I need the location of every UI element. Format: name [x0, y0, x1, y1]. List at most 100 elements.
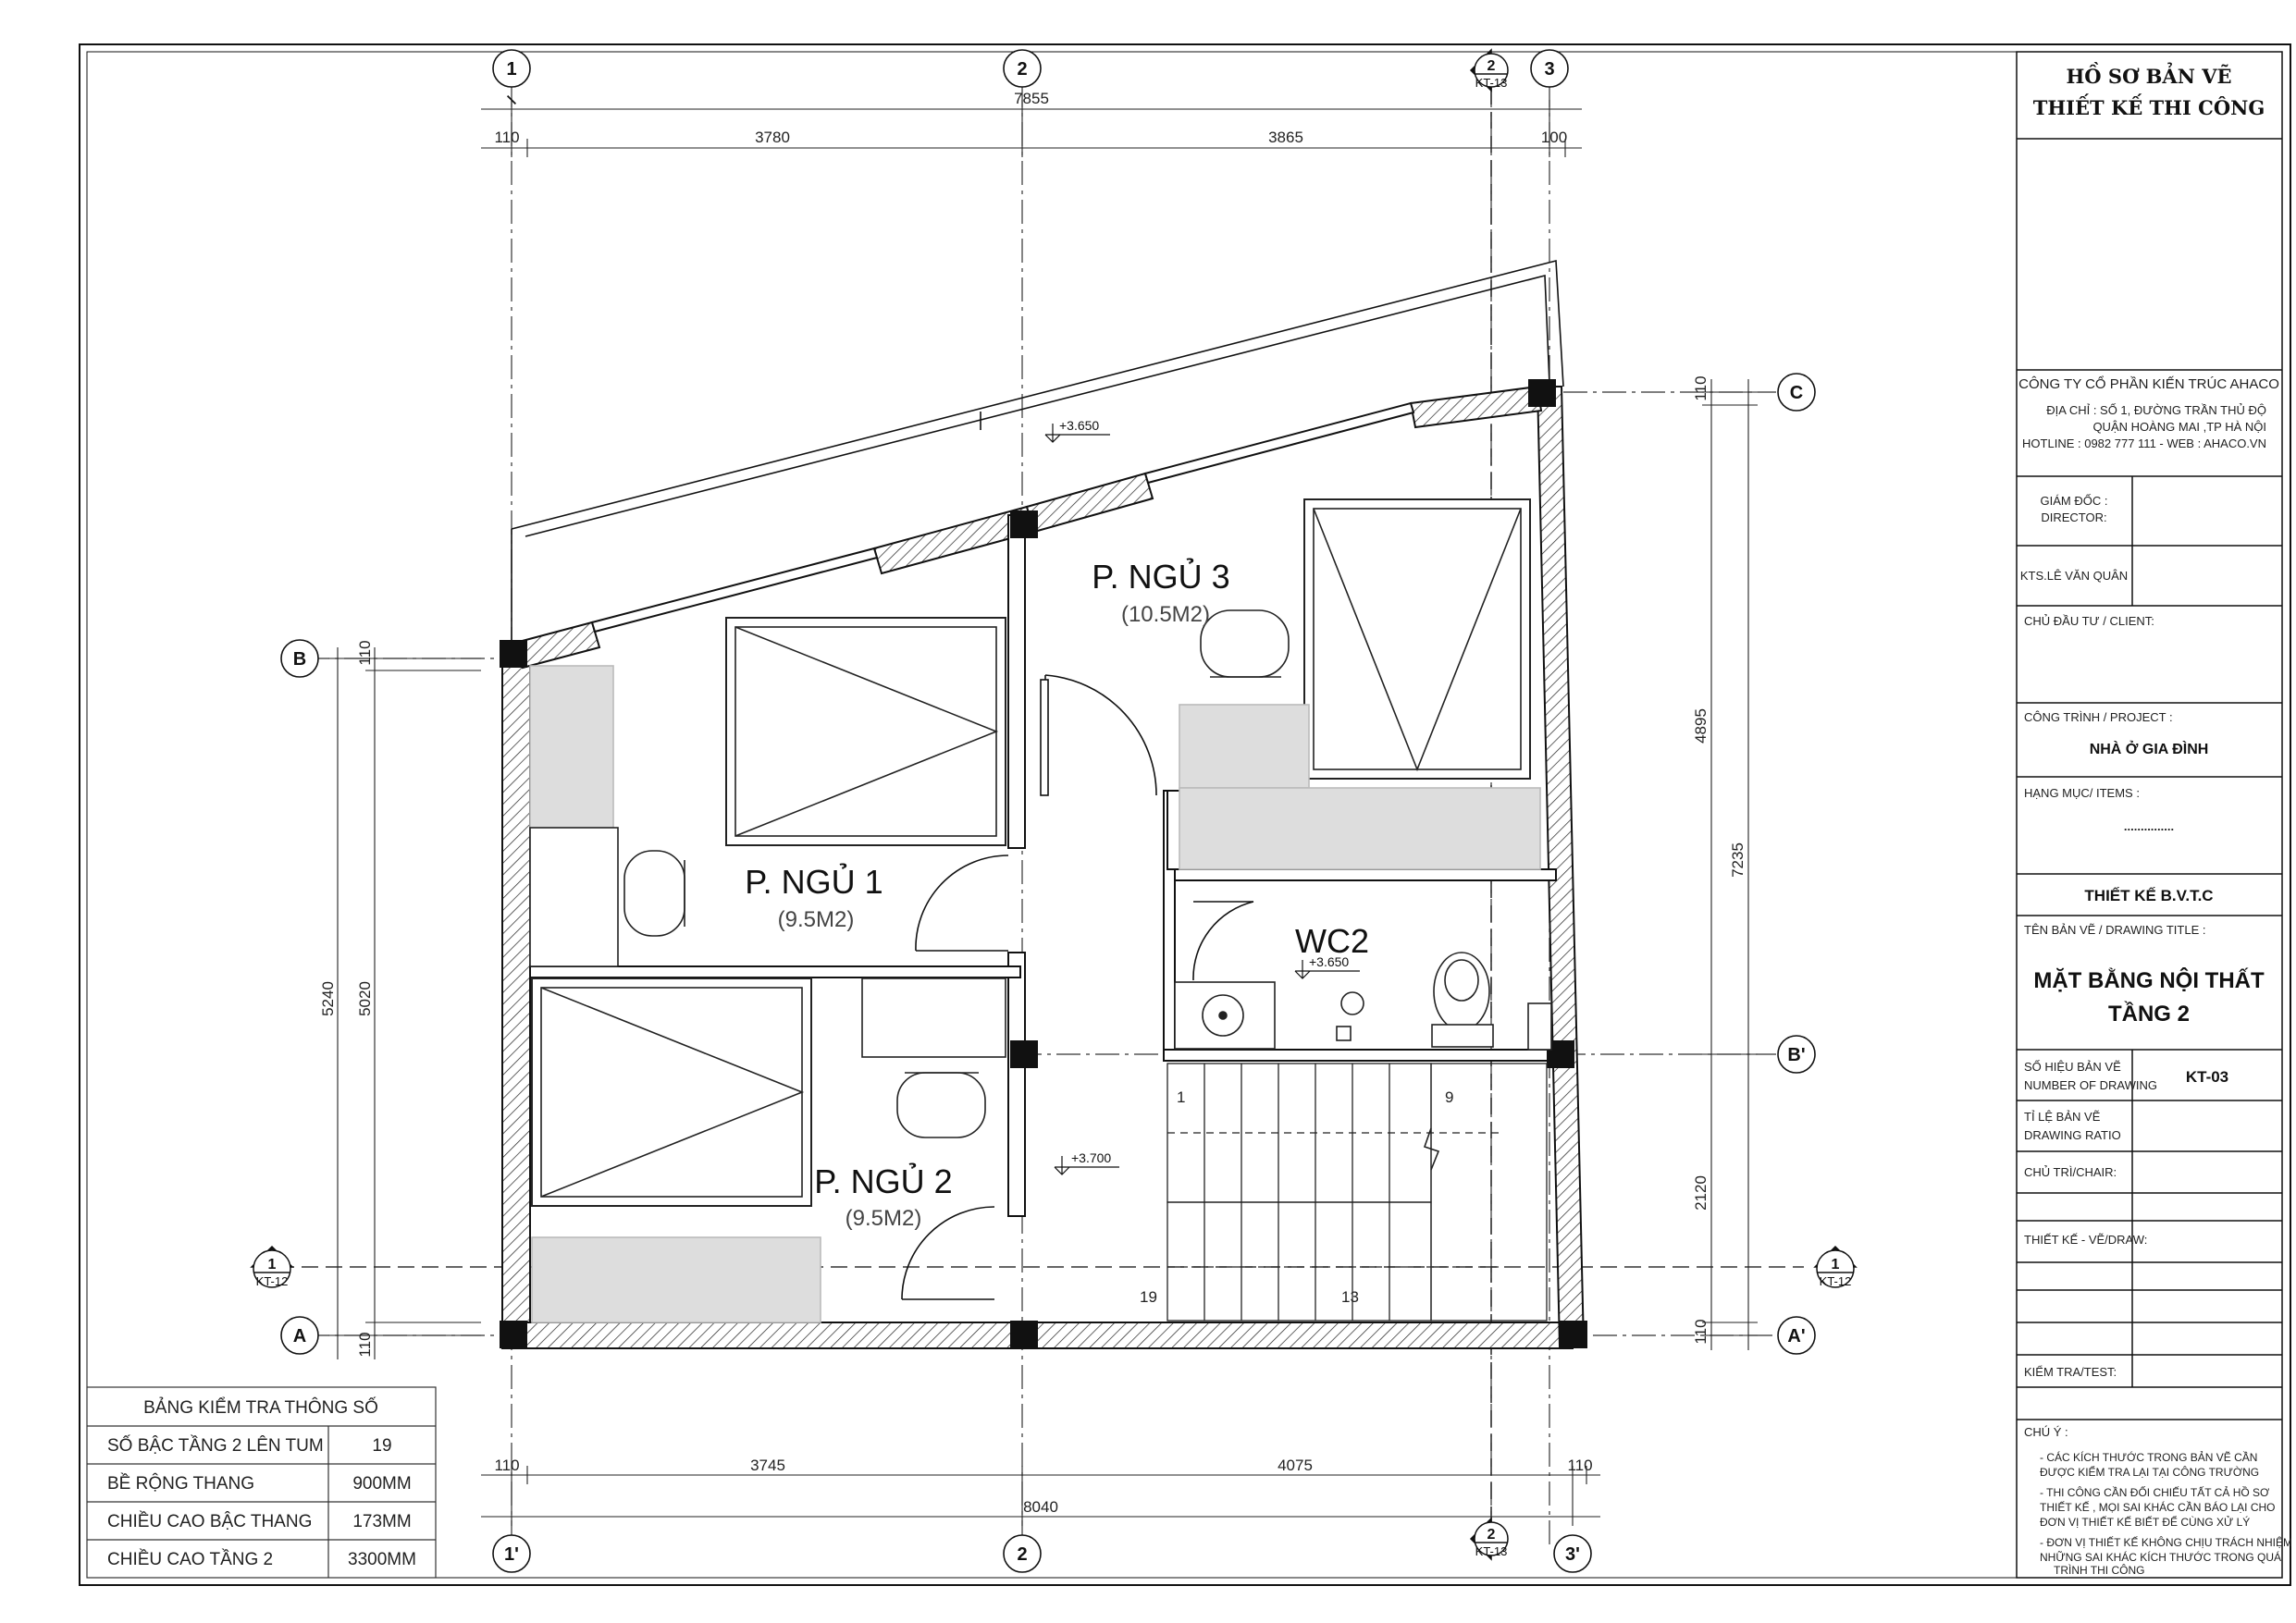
- grid-bubble-right-c: [1777, 373, 1816, 412]
- tb-note-2b: THIẾT KẾ , MỌI SAI KHÁC CẦN BÁO LẠI CHO: [2040, 1500, 2276, 1514]
- grid-label-bottom-3: 3': [1565, 1544, 1580, 1565]
- grid-bubble-left-b: [280, 639, 319, 678]
- dim-top-c: 3865: [1268, 129, 1303, 146]
- tb-company: CÔNG TY CỔ PHẦN KIẾN TRÚC AHACO: [2018, 375, 2279, 392]
- room-labels: P. NGỦ 3 (10.5M2) P. NGỦ 1 (9.5M2) P. NG…: [745, 557, 1369, 1231]
- title-block-frame: [2016, 51, 2283, 1579]
- stair-labels: 1 9 13 19: [1140, 1088, 1453, 1306]
- tb-address-1: ĐỊA CHỈ : SỐ 1, ĐƯỜNG TRẦN THỦ ĐỘ: [2046, 403, 2266, 417]
- stair-step-9: 9: [1445, 1088, 1453, 1106]
- tb-header-1: HỒ SƠ BẢN VẼ: [2066, 63, 2231, 88]
- level-labels: +3.650 +3.650 +3.700: [1059, 418, 1349, 1165]
- grid-labels: 1 2 3 1' 2 3' B A C B' A': [293, 59, 1806, 1565]
- staircase: [1167, 1063, 1548, 1322]
- section-bottom-sheet: KT-13: [1475, 1544, 1508, 1558]
- section-bottom-num: 2: [1487, 1527, 1496, 1543]
- tb-items: ...............: [2124, 819, 2174, 833]
- grid-bubble-bottom-2: [1003, 1534, 1042, 1573]
- grid-bubble-top-1: [492, 49, 531, 88]
- section-right-sheet: KT-12: [1820, 1274, 1852, 1288]
- dimension-texts: 7855 110 3780 3865 100 110 3745 4075 110…: [319, 90, 1747, 1516]
- param-row-2-value: 900MM: [352, 1474, 411, 1494]
- tb-note-3a: - ĐƠN VỊ THIẾT KẾ KHÔNG CHỊU TRÁCH NHIỆM: [2040, 1535, 2292, 1549]
- grid-label-right-a2: A': [1787, 1326, 1805, 1346]
- section-marker-labels: 2 KT-13 2 KT-13 1 KT-12 1 KT-12: [256, 58, 1852, 1558]
- desk-r2: [861, 977, 1006, 1058]
- section-markers: [250, 48, 1858, 1561]
- grid-label-top-2: 2: [1017, 59, 1027, 80]
- level-label-2: +3.650: [1309, 954, 1349, 969]
- columns: [500, 379, 1587, 1348]
- section-left-num: 1: [268, 1257, 277, 1273]
- dim-bottom-c: 4075: [1278, 1457, 1313, 1474]
- tb-note-3b: NHỮNG SAI KHÁC KÍCH THƯỚC TRONG QUÁ: [2040, 1550, 2281, 1564]
- tb-hotline: HOTLINE : 0982 777 111 - WEB : AHACO.VN: [2022, 436, 2266, 450]
- room-name-r3: P. NGỦ 3: [1092, 557, 1229, 596]
- dim-bottom-b: 3745: [750, 1457, 785, 1474]
- section-marker-bottom: [1469, 1517, 1509, 1561]
- param-row-4-value: 3300MM: [348, 1550, 416, 1569]
- grid-bubble-bottom-1: [492, 1534, 531, 1573]
- tb-drawing-title-1: MẶT BẰNG NỘI THẤT: [2033, 967, 2265, 993]
- room-name-r2: P. NGỦ 2: [814, 1162, 952, 1200]
- section-top-sheet: KT-13: [1475, 76, 1508, 90]
- wardrobe-r2: [531, 1236, 821, 1323]
- room-area-r3: (10.5M2): [1121, 602, 1210, 627]
- tb-number-label-2: NUMBER OF DRAWING: [2024, 1078, 2157, 1092]
- tb-note-1a: - CÁC KÍCH THƯỚC TRONG BẢN VẼ CẦN: [2040, 1450, 2257, 1464]
- dim-top-b: 3780: [755, 129, 790, 146]
- tb-director-2: DIRECTOR:: [2041, 510, 2106, 524]
- dim-right-bottom: 110: [1692, 1319, 1710, 1344]
- param-row-1-label: SỐ BẬC TẦNG 2 LÊN TUM: [107, 1435, 324, 1456]
- dim-bottom-total: 8040: [1023, 1498, 1058, 1516]
- dim-bottom-a: 110: [494, 1457, 519, 1474]
- grid-bubble-bottom-3: [1553, 1534, 1592, 1573]
- grid-bubbles: [280, 49, 1816, 1573]
- interior-walls: [529, 514, 1557, 1217]
- tb-note-3c: TRÌNH THI CÔNG: [2054, 1563, 2144, 1577]
- shower-head: [1340, 991, 1364, 1015]
- tb-chair: CHỦ TRÌ/CHAIR:: [2024, 1165, 2117, 1179]
- section-top-num: 2: [1487, 58, 1496, 74]
- dim-bottom-d: 110: [1567, 1457, 1592, 1474]
- tb-project: NHÀ Ở GIA ĐÌNH: [2090, 740, 2209, 757]
- grid-label-bottom-1: 1': [504, 1544, 519, 1565]
- tb-draw: THIẾT KẾ - VẼ/DRAW:: [2024, 1233, 2147, 1247]
- grid-label-right-b2: B': [1787, 1045, 1805, 1065]
- outer-border: [79, 43, 2291, 1586]
- stair-step-13: 13: [1341, 1288, 1359, 1306]
- param-table-title: BẢNG KIỂM TRA THÔNG SỐ: [143, 1397, 378, 1418]
- tb-architect: KTS.LÊ VĂN QUÂN: [2020, 569, 2128, 583]
- grid-bubble-top-2: [1003, 49, 1042, 88]
- grid-label-left-a: A: [293, 1326, 306, 1346]
- section-marker-right: [1813, 1245, 1858, 1288]
- grid-bubble-right-a2: [1777, 1316, 1816, 1355]
- tb-number: KT-03: [2186, 1068, 2228, 1086]
- tb-note-1b: ĐƯỢC KIỂM TRA LẠI TẠI CÔNG TRƯỜNG: [2040, 1465, 2259, 1479]
- param-row-3-value: 173MM: [352, 1512, 411, 1531]
- desk-r3: [1179, 704, 1310, 789]
- grid-label-left-b: B: [293, 649, 306, 670]
- dim-top-d: 100: [1541, 129, 1567, 146]
- section-marker-top: [1469, 48, 1509, 92]
- room-name-wc: WC2: [1295, 922, 1369, 960]
- dim-left-bottom: 110: [356, 1332, 374, 1357]
- param-row-3-label: CHIỀU CAO BẬC THANG: [107, 1511, 312, 1531]
- stair-step-19: 19: [1140, 1288, 1157, 1306]
- grid-bubble-right-b2: [1777, 1035, 1816, 1074]
- param-row-4-label: CHIỀU CAO TẦNG 2: [107, 1549, 273, 1569]
- section-marker-left: [250, 1245, 294, 1288]
- tb-items-label: HẠNG MỤC/ ITEMS :: [2024, 786, 2140, 800]
- dim-right-upper: 4895: [1692, 708, 1710, 744]
- param-table-texts: BẢNG KIỂM TRA THÔNG SỐ SỐ BẬC TẦNG 2 LÊN…: [107, 1397, 416, 1569]
- tb-drawing-title-label: TÊN BẢN VẼ / DRAWING TITLE :: [2024, 923, 2205, 937]
- param-row-2-label: BỀ RỘNG THANG: [107, 1473, 254, 1494]
- grid-label-right-c: C: [1790, 383, 1803, 403]
- tb-stage: THIẾT KẾ B.V.T.C: [2084, 887, 2213, 904]
- tb-number-label-1: SỐ HIỆU BẢN VẼ: [2024, 1060, 2121, 1074]
- dim-left-outer: 5240: [319, 981, 337, 1016]
- tb-project-label: CÔNG TRÌNH / PROJECT :: [2024, 710, 2173, 724]
- tb-note-2c: ĐƠN VỊ THIẾT KẾ BIẾT ĐỂ CÙNG XỬ LÝ: [2040, 1515, 2250, 1529]
- dim-left-top: 110: [356, 640, 374, 665]
- tb-notes-label: CHÚ Ý :: [2024, 1425, 2068, 1439]
